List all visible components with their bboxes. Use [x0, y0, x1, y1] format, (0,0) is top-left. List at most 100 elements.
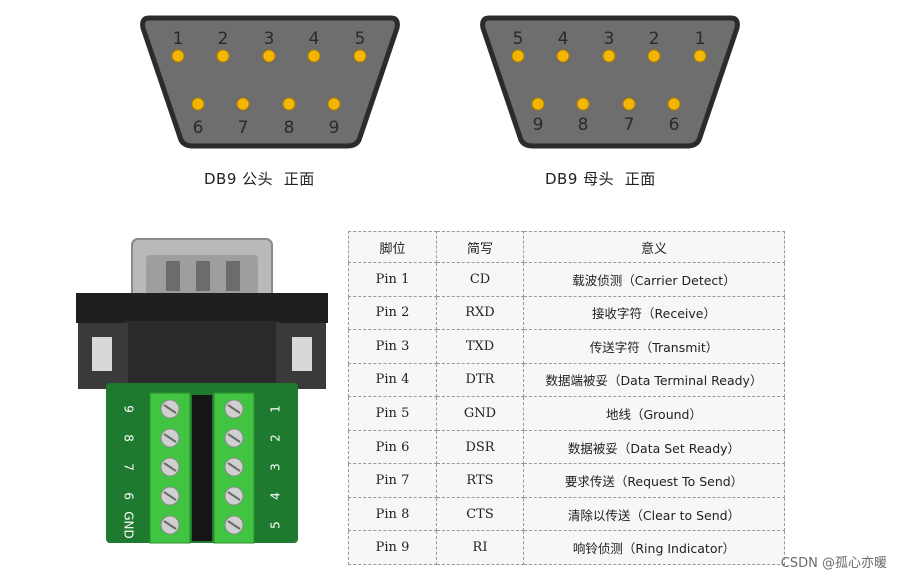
screw-slot — [227, 491, 241, 501]
cell-pin: Pin 7 — [348, 463, 437, 498]
cell-meaning: 清除以传送（Clear to Send） — [523, 496, 785, 532]
db9-female-caption: DB9 母头 正面 — [545, 170, 656, 188]
table-header-row: 脚位 简写 意义 — [348, 231, 785, 263]
terminal-right-label: 2 — [269, 434, 283, 442]
cell-meaning: 要求传送（Request To Send） — [523, 463, 785, 498]
male-bottom-pin-label: 8 — [284, 118, 295, 138]
cell-pin: Pin 3 — [348, 329, 437, 364]
cell-meaning: 数据端被妥（Data Terminal Ready） — [523, 362, 785, 398]
cell-pin: Pin 1 — [348, 262, 437, 297]
female-bottom-pin-contact — [667, 97, 681, 111]
db9-male-caption: DB9 公头 正面 — [204, 170, 315, 188]
female-bottom-pin-label: 9 — [533, 115, 544, 135]
female-top-pin-contact — [693, 49, 707, 63]
cell-meaning: 数据被妥（Data Set Ready） — [523, 429, 785, 465]
cell-abbreviation: CTS — [436, 496, 524, 532]
cell-abbreviation: TXD — [436, 329, 524, 364]
male-top-pin-contact — [307, 49, 321, 63]
cell-pin: Pin 6 — [348, 429, 437, 465]
male-top-pin-label: 5 — [355, 29, 366, 49]
cell-pin: Pin 2 — [348, 295, 437, 331]
terminal-right-label: 5 — [269, 521, 283, 529]
screw-slot — [163, 491, 177, 501]
male-top-pin-contact — [216, 49, 230, 63]
screw-slot — [163, 462, 177, 472]
cell-meaning: 响铃侦测（Ring Indicator） — [523, 530, 785, 565]
cell-abbreviation: GND — [436, 396, 524, 431]
screw-slot — [227, 404, 241, 414]
female-bottom-pin-contact — [576, 97, 590, 111]
cell-pin: Pin 9 — [348, 530, 437, 565]
female-bottom-pin-contact — [622, 97, 636, 111]
male-top-pin-contact — [262, 49, 276, 63]
female-bottom-pin-contact — [531, 97, 545, 111]
screw-slot — [163, 520, 177, 530]
male-top-pin-label: 1 — [173, 29, 184, 49]
terminal-left-label: 6 — [122, 492, 136, 500]
terminal-left-label: GND — [122, 511, 136, 539]
cell-abbreviation: CD — [436, 262, 524, 297]
male-bottom-pin-label: 6 — [193, 118, 204, 138]
header-meaning: 意义 — [523, 231, 785, 263]
cell-pin: Pin 5 — [348, 396, 437, 431]
female-top-pin-contact — [511, 49, 525, 63]
male-bottom-pin-contact — [282, 97, 296, 111]
female-top-pin-contact — [602, 49, 616, 63]
female-bottom-pin-label: 6 — [669, 115, 680, 135]
cell-abbreviation: RTS — [436, 463, 524, 498]
female-bottom-pin-label: 8 — [578, 115, 589, 135]
cell-abbreviation: RI — [436, 530, 524, 565]
male-bottom-pin-contact — [191, 97, 205, 111]
screw-slot — [227, 520, 241, 530]
screw-slot — [227, 433, 241, 443]
terminal-left-label: 9 — [122, 405, 136, 413]
cell-meaning: 传送字符（Transmit） — [523, 329, 785, 364]
cell-meaning: 地线（Ground） — [523, 396, 785, 431]
header-abbreviation: 简写 — [436, 231, 524, 263]
csdn-watermark: CSDN @孤心亦暖 — [780, 556, 887, 571]
terminal-left-label: 7 — [122, 463, 136, 471]
female-top-pin-contact — [556, 49, 570, 63]
female-top-pin-contact — [647, 49, 661, 63]
male-bottom-pin-contact — [236, 97, 250, 111]
cell-abbreviation: DSR — [436, 429, 524, 465]
female-top-pin-label: 1 — [695, 29, 706, 49]
male-top-pin-label: 2 — [218, 29, 229, 49]
cell-abbreviation: DTR — [436, 362, 524, 398]
male-bottom-pin-contact — [327, 97, 341, 111]
header-pin: 脚位 — [348, 231, 437, 263]
terminal-right-label: 1 — [269, 405, 283, 413]
female-top-pin-label: 3 — [604, 29, 615, 49]
terminal-right-label: 3 — [269, 463, 283, 471]
male-top-pin-label: 4 — [309, 29, 320, 49]
cell-abbreviation: RXD — [436, 295, 524, 331]
male-top-pin-contact — [353, 49, 367, 63]
cell-meaning: 接收字符（Receive） — [523, 295, 785, 331]
male-top-pin-contact — [171, 49, 185, 63]
cell-pin: Pin 4 — [348, 362, 437, 398]
female-top-pin-label: 2 — [649, 29, 660, 49]
screw-slot — [163, 433, 177, 443]
male-bottom-pin-label: 9 — [329, 118, 340, 138]
male-top-pin-label: 3 — [264, 29, 275, 49]
screw-slot — [163, 404, 177, 414]
terminal-left-label: 8 — [122, 434, 136, 442]
female-bottom-pin-label: 7 — [624, 115, 635, 135]
female-top-pin-label: 5 — [513, 29, 524, 49]
cell-meaning: 载波侦测（Carrier Detect） — [523, 262, 785, 297]
